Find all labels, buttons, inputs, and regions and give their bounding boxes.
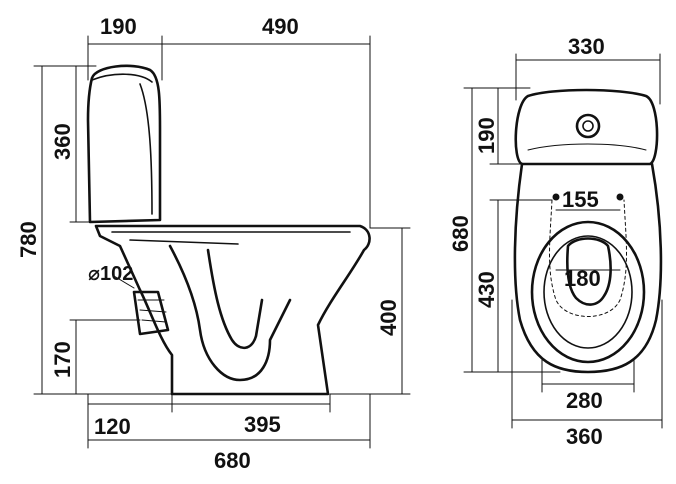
top-tank-outline [514,88,659,166]
top-seat-outer [530,220,646,364]
side-outlet-detail [137,299,167,323]
top-bowl-opening [565,237,612,306]
side-tank-inner-line [139,83,153,215]
label-total-length: 680 [214,448,251,473]
side-tank-outline [86,64,162,224]
label-total-depth: 680 [448,215,473,252]
label-tank-height: 360 [50,123,75,160]
label-top-tank-depth: 190 [474,117,499,154]
label-bowl-length: 490 [262,14,299,39]
side-tank-lid [91,73,153,83]
label-tank-width: 330 [568,34,605,59]
label-tank-depth: 190 [100,14,137,39]
label-outlet-offset: 120 [94,414,131,439]
leader-102 [113,275,135,289]
label-total-width: 360 [566,424,603,449]
top-seat-inner [543,235,633,349]
label-base-width: 280 [566,388,603,413]
side-bowl-outline [94,224,371,396]
top-view: 330 190 680 155 430 180 280 360 [448,34,663,449]
top-flush-button-inner [582,120,594,132]
label-total-height: 780 [16,221,41,258]
side-bowl-rim [111,231,351,245]
label-base-length: 395 [244,412,281,437]
label-bowl-depth: 430 [474,271,499,308]
label-opening-width: 180 [564,266,601,291]
top-bowl-opening-dashed [549,199,627,317]
label-outlet-diameter: ⌀102 [88,263,133,285]
top-bowl-outline [513,162,663,374]
seat-hole-right [616,193,624,201]
side-view: 190 490 360 780 ⌀102 170 400 120 395 680 [16,14,411,473]
top-tank-inner [527,143,647,151]
side-trapway [168,244,292,382]
label-rim-height: 400 [376,299,401,336]
top-flush-button-outer [575,113,601,139]
label-outlet-height: 170 [50,341,75,378]
label-seat-hole-spacing: 155 [562,187,599,212]
seat-hole-left [552,193,560,201]
